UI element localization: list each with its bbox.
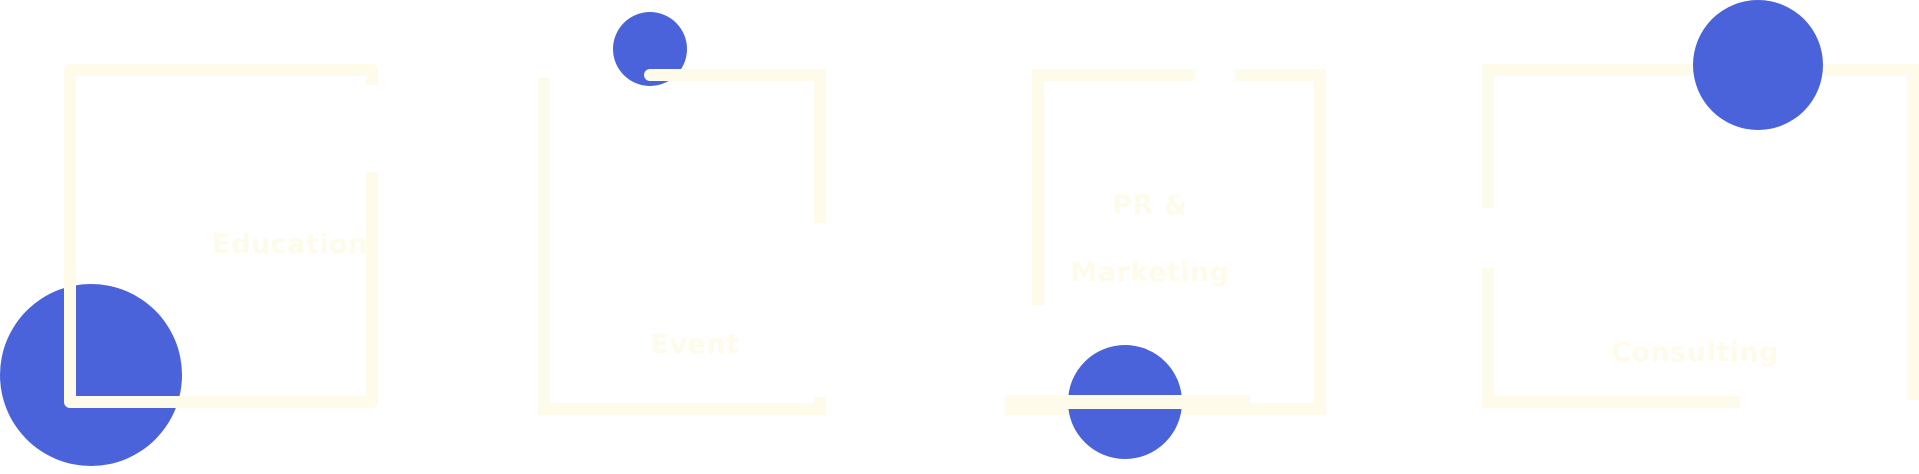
card-label-event: Event bbox=[650, 329, 740, 360]
frame-outline bbox=[689, 69, 826, 223]
card-label-pr: PR & bbox=[1112, 190, 1188, 221]
accent-circle bbox=[1693, 0, 1823, 130]
frame-outline bbox=[1005, 69, 1326, 415]
card-label-marketing: Marketing bbox=[1070, 257, 1230, 288]
card-label-education: Education bbox=[212, 229, 368, 260]
card-label-consulting: Consulting bbox=[1611, 337, 1779, 368]
card-education bbox=[0, 64, 378, 466]
card-consulting bbox=[1482, 0, 1919, 408]
accent-circle bbox=[0, 284, 182, 466]
card-event bbox=[538, 12, 826, 415]
frame-outline bbox=[538, 78, 826, 415]
accent-circle bbox=[613, 12, 687, 86]
card-pr-marketing bbox=[1005, 69, 1326, 459]
frame-outline bbox=[1032, 69, 1195, 305]
frame-outline bbox=[1482, 268, 1740, 408]
frame-outline bbox=[64, 64, 378, 408]
